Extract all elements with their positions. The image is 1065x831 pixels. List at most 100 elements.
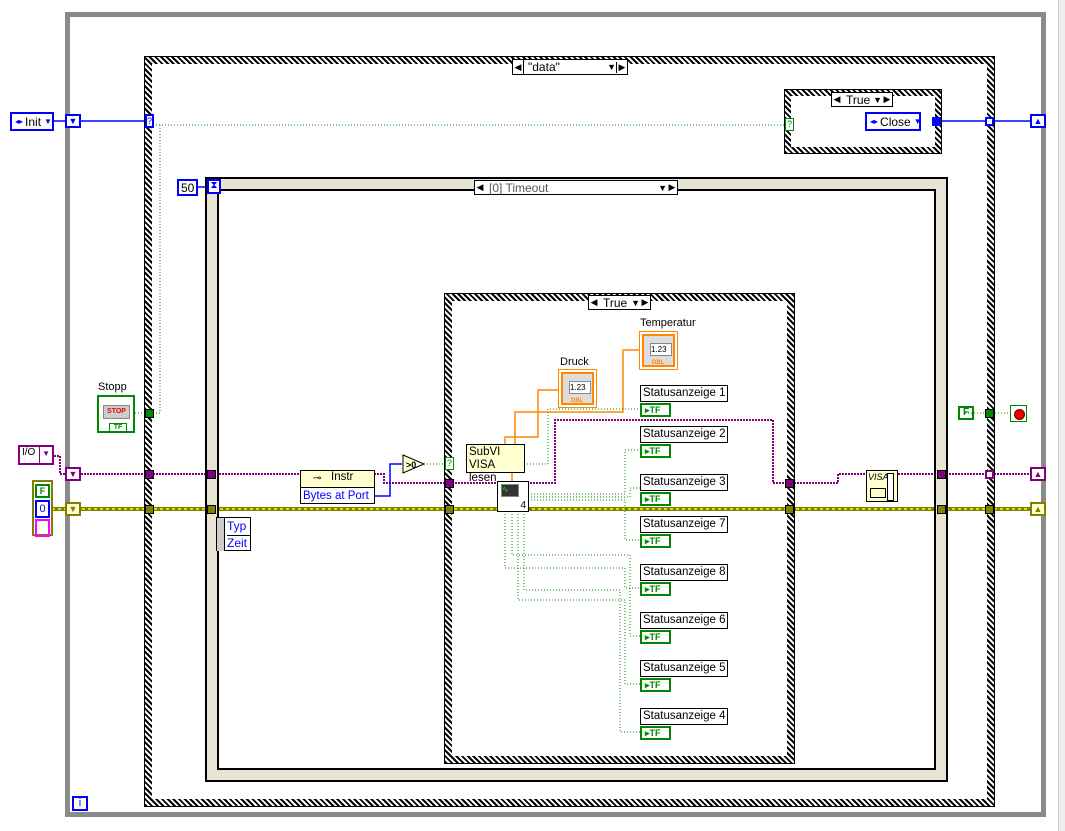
loop-iteration-terminal: i [72, 796, 88, 811]
subvi-visa-lesen[interactable]: SubVI VISA lesen [466, 444, 525, 484]
visa-close[interactable]: VISA [866, 470, 898, 502]
event-data-typ: Typ [227, 519, 247, 533]
status-indicator-terminal[interactable]: ▸TF [640, 582, 671, 596]
input-arrow-icon: ▸ [645, 446, 650, 456]
status-indicator-terminal[interactable]: ▸TF [640, 726, 671, 740]
property-node-bytes-at-port[interactable]: ⊸Instr Bytes at Port [300, 470, 375, 504]
next-case-icon[interactable]: ▶ [641, 297, 649, 307]
druck-label: Druck [560, 356, 589, 368]
status-indicator-label: Statusanzeige 5 [640, 660, 729, 677]
input-arrow-icon: ▸ [645, 584, 650, 594]
close-enum-value: Close [880, 114, 911, 129]
input-arrow-icon: ▸ [645, 494, 650, 504]
false-constant[interactable]: F [958, 406, 974, 420]
status-indicator-terminal[interactable]: ▸TF [640, 534, 671, 548]
tunnel [985, 409, 994, 418]
case-selector-close[interactable]: ◀ True ▼ ▶ [831, 92, 893, 107]
status-indicator-terminal[interactable]: ▸TF [640, 678, 671, 692]
increment-arrows-icon: ◂▸ [870, 117, 879, 126]
prev-case-icon[interactable]: ◀ [833, 94, 841, 104]
status-indicator-label: Statusanzeige 8 [640, 564, 729, 581]
event-data-node: Typ Zeit [216, 517, 251, 551]
tf-type-label: TF [109, 423, 127, 433]
case-output-tunnel [985, 117, 994, 126]
dropdown-icon[interactable]: ▼ [658, 182, 667, 193]
tf-type-label: TF [649, 632, 661, 642]
prev-case-icon[interactable]: ◀ [514, 61, 522, 72]
tf-type-label: TF [649, 584, 661, 594]
tunnel [445, 505, 454, 514]
status-indicator-terminal[interactable]: ▸TF [640, 403, 671, 417]
case-selector-terminal: ? [445, 457, 454, 470]
status-indicator-label: Statusanzeige 2 [640, 426, 729, 443]
property-bytes-at-port: Bytes at Port [303, 490, 369, 502]
shift-register-error-left: ▼ [65, 502, 81, 516]
status-indicator-terminal[interactable]: ▸TF [640, 444, 671, 458]
event-selector[interactable]: ◀ [0] Timeout ▼ ▶ [474, 180, 678, 195]
status-indicator-terminal[interactable]: ▸TF [640, 630, 671, 644]
prev-case-icon[interactable]: ◀ [590, 297, 598, 307]
tunnel [937, 470, 946, 479]
dbl-type-label: DBL [652, 360, 665, 366]
shift-register-enum-left: ▼ [65, 114, 81, 128]
event-selector-label: [0] Timeout [489, 180, 549, 195]
case-selector-inner[interactable]: ◀ True ▼ ▶ [588, 295, 651, 310]
shift-register-refnum-right: ▲ [1030, 467, 1046, 481]
timeout-constant[interactable]: 50 [177, 179, 198, 196]
input-arrow-icon: ▸ [645, 536, 650, 546]
close-enum-constant[interactable]: ◂▸ Close ▼ [865, 112, 922, 131]
shift-register-enum-right: ▲ [1030, 114, 1046, 128]
svg-text:>0: >0 [406, 460, 416, 470]
loop-condition-stop-icon[interactable] [1010, 405, 1027, 422]
tunnel [145, 470, 154, 479]
tf-type-label: TF [649, 405, 661, 415]
tunnel [937, 505, 946, 514]
next-case-icon[interactable]: ▶ [668, 182, 676, 192]
subvi-line2: VISA lesen [469, 459, 497, 484]
scroll-area[interactable] [1058, 0, 1065, 831]
temperatur-label: Temperatur [640, 317, 696, 329]
input-arrow-icon: ▸ [645, 405, 650, 415]
input-arrow-icon: ▸ [645, 680, 650, 690]
temperatur-value: 1.23 [650, 343, 672, 356]
tunnel [785, 479, 794, 488]
case-selector-terminal: ? [785, 118, 794, 131]
status-indicator-label: Statusanzeige 1 [640, 385, 729, 402]
next-case-icon[interactable]: ▶ [883, 94, 891, 104]
waveform-graph-icon: ∿ [501, 484, 519, 497]
hourglass-icon: ⧗ [207, 179, 221, 194]
greater-than-zero-icon: >0 [402, 454, 426, 474]
dropdown-icon[interactable]: ▼ [873, 94, 882, 105]
case-structure-inner [444, 293, 795, 764]
tunnel [985, 470, 994, 479]
tf-type-label: TF [649, 446, 661, 456]
visa-resource-constant[interactable]: I/O ▼ [18, 445, 54, 465]
tunnel [207, 470, 216, 479]
event-data-zeit: Zeit [227, 535, 251, 550]
status-indicator-terminal[interactable]: ▸TF [640, 492, 671, 506]
druck-indicator[interactable]: 1.23 DBL [558, 369, 597, 408]
stopp-label: Stopp [98, 381, 127, 393]
shift-register-refnum-left: ▼ [65, 467, 81, 481]
prev-case-icon[interactable]: ◀ [476, 182, 484, 192]
case-selector-label: "data" [523, 60, 607, 74]
tf-type-label: TF [649, 536, 661, 546]
next-case-icon[interactable]: ▶ [616, 61, 627, 73]
stopp-control-terminal[interactable]: STOP TF [97, 395, 135, 433]
subvi-line1: SubVI [469, 446, 501, 458]
dropdown-icon[interactable]: ▼ [631, 297, 640, 308]
status-indicator-label: Statusanzeige 3 [640, 474, 729, 491]
error-cluster-constant[interactable]: F 0 [32, 480, 53, 537]
temperatur-indicator[interactable]: 1.23 DBL [639, 331, 678, 370]
status-indicator-label: Statusanzeige 6 [640, 612, 729, 629]
tunnel [145, 505, 154, 514]
error-source-constant [35, 519, 50, 537]
case-selector-data[interactable]: ◀ "data" ▼ ▶ [512, 59, 628, 75]
druck-value: 1.23 [569, 381, 591, 394]
waveform-vi[interactable]: ∿ 4 [497, 481, 529, 512]
close-icon [870, 488, 886, 498]
init-enum-constant[interactable]: ◂▸ Init ▼ [10, 112, 54, 131]
tunnel [985, 505, 994, 514]
dropdown-icon[interactable]: ▼ [607, 62, 616, 72]
input-arrow-icon: ▸ [645, 632, 650, 642]
